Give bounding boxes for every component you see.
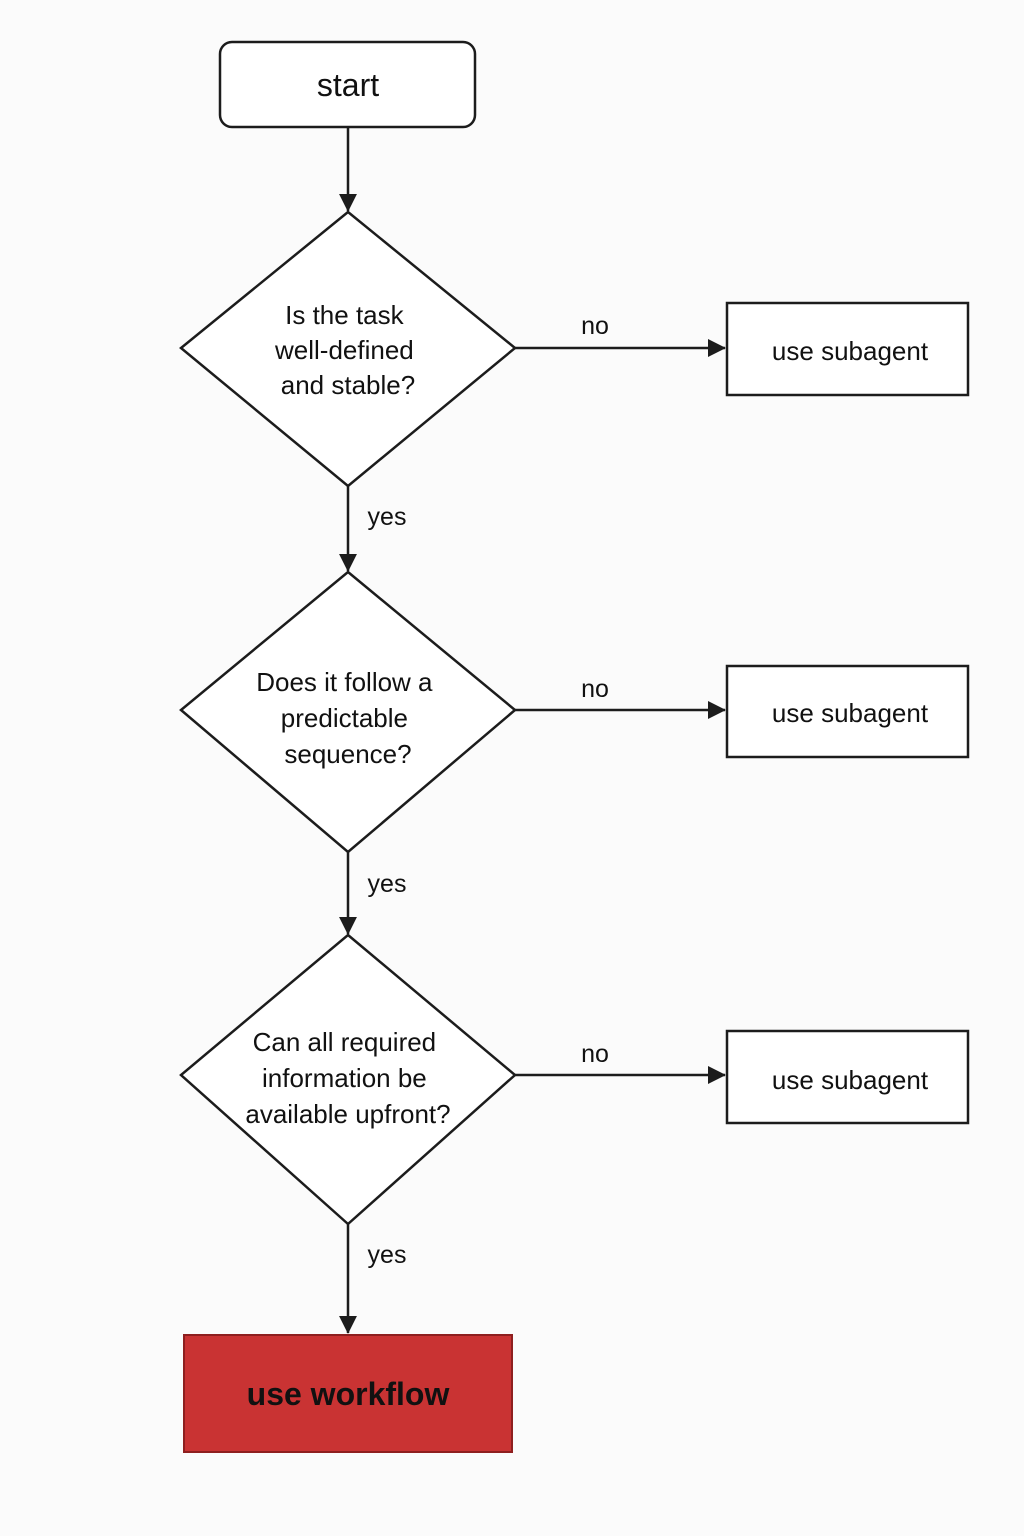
decision-diamond [179,570,517,854]
edge-labels: no yes no yes no yes [368,312,609,1269]
edge-label-no: no [581,312,609,340]
edge-label-no: no [581,675,609,703]
decision-label-line: Does it follow a [256,667,433,697]
subagent-node-1: use subagent [725,301,970,397]
decision-label-line: available upfront? [245,1099,450,1129]
decision-predictable-sequence: Does it follow a predictable sequence? [179,570,517,854]
start-node: start [218,40,477,129]
decision-diamond [179,933,517,1226]
subagent-label: use subagent [772,336,929,366]
start-node-box [218,40,477,129]
decision-label: Can all required information be availabl… [245,1027,450,1129]
decision-label-line: predictable [281,703,408,733]
edge-label-yes: yes [368,1241,407,1269]
decision-label-line: sequence? [284,739,411,769]
workflow-label: use workflow [247,1376,450,1412]
decision-diamond [179,210,517,488]
subagent-label: use subagent [772,1065,929,1095]
start-node-label: start [317,67,379,103]
edge-label-yes: yes [368,870,407,898]
subagent-box [725,664,970,759]
decision-info-available-upfront: Can all required information be availabl… [179,933,517,1226]
decision-label-line: well-defined [274,335,414,365]
decision-label: Is the task well-defined and stable? [274,300,421,400]
edge-label-no: no [581,1040,609,1068]
subagent-label: use subagent [772,698,929,728]
decision-label-line: and stable? [281,370,415,400]
decision-label-line: information be [262,1063,427,1093]
decision-task-well-defined: Is the task well-defined and stable? [179,210,517,488]
subagent-node-2: use subagent [725,664,970,759]
subagent-node-3: use subagent [725,1029,970,1125]
edge-label-yes: yes [368,503,407,531]
decision-label-line: Can all required [253,1027,437,1057]
decision-label-line: Is the task [285,300,404,330]
workflow-box [183,1334,513,1453]
subagent-box [725,301,970,397]
workflow-node: use workflow [183,1334,513,1453]
subagent-box [725,1029,970,1125]
connectors [339,127,726,1334]
decision-label: Does it follow a predictable sequence? [256,667,440,769]
